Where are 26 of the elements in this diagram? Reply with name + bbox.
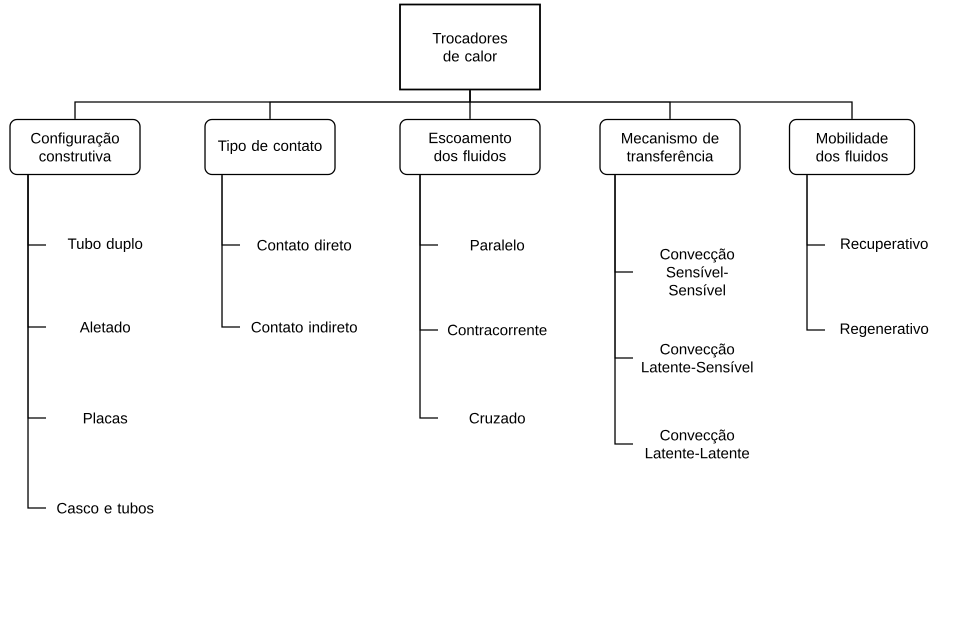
leaf-label: Cruzado [470,412,525,424]
leaf-label: Aletado [80,321,130,332]
leaf-label: Paralelo [470,239,524,250]
leaf-label: Placas [84,412,128,424]
category-box: Escoamento dos fluidos [399,118,541,176]
category-box: Tipo de contato [204,118,336,176]
connector [806,175,825,331]
leaf-label: Regenerativo [840,323,928,337]
leaf-label: Recuperativo [841,238,928,252]
category-box: Mobilidade dos fluidos [788,118,916,176]
leaf-label: Contato direto [257,239,352,250]
leaf-label: Tubo duplo [68,238,142,252]
leaf-label: Convecção Latente-Sensível [642,344,752,372]
leaf-label: Contato indireto [252,321,357,332]
connector [419,175,438,419]
connector [614,175,633,445]
connector [221,175,240,328]
leaf-label: Convecção Latente-Latente [646,430,750,458]
leaf-label: Convecção Sensível-Sensível [660,248,734,296]
connector [27,175,46,509]
connector [469,90,853,119]
leaf-label: Contracorrente [448,324,547,336]
category-box: Configuração construtiva [9,118,141,176]
root-box: Trocadores de calor [399,4,541,90]
category-box: Mecanismo de transferência [599,118,741,176]
leaf-label: Casco e tubos [57,502,154,514]
